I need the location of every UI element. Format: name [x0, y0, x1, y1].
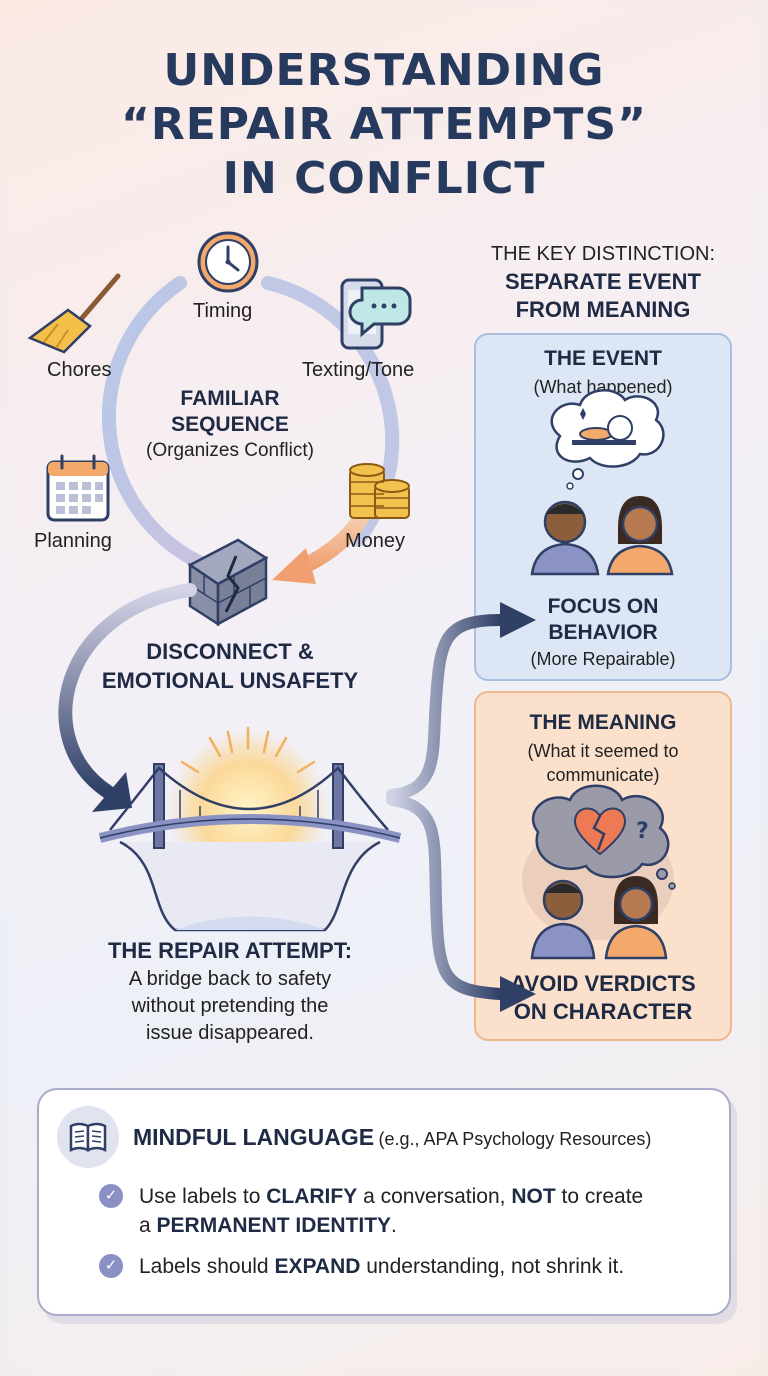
- dishes-thought-icon: [550, 389, 665, 490]
- title-line-3: IN CONFLICT: [222, 153, 546, 204]
- repair-attempt-label: THE REPAIR ATTEMPT: A bridge back to saf…: [60, 936, 400, 1047]
- focus-line-1: FOCUS ON: [547, 595, 659, 618]
- meaning-subtitle-2: communicate): [546, 765, 660, 785]
- event-subtitle: (What happened): [533, 377, 673, 397]
- mindful-heading: MINDFUL LANGUAGE (e.g., APA Psychology R…: [133, 1124, 651, 1151]
- cycle-item-planning: Planning: [34, 530, 112, 552]
- check-icon: ✓: [99, 1184, 123, 1208]
- check-icon: ✓: [99, 1254, 123, 1278]
- broom-icon: [27, 273, 121, 354]
- person-icon: [604, 876, 668, 960]
- person-icon: [530, 500, 600, 576]
- page-title: UNDERSTANDING “REPAIR ATTEMPTS” IN CONFL…: [0, 44, 768, 206]
- person-icon: [606, 496, 674, 576]
- clock-icon: [197, 231, 259, 293]
- b1-not: NOT: [511, 1185, 556, 1208]
- phone-chat-icon: [340, 278, 412, 350]
- person-icon: [530, 879, 596, 960]
- bridge-icon: [98, 726, 402, 932]
- book-icon: [57, 1106, 119, 1168]
- meaning-title: THE MEANING: [529, 711, 677, 734]
- focus-subtitle: (More Repairable): [530, 649, 676, 669]
- b1-text-a: Use labels to: [139, 1185, 267, 1208]
- b1-permanent-identity: PERMANENT IDENTITY: [156, 1214, 392, 1237]
- event-title: THE EVENT: [544, 347, 662, 370]
- broken-wall-icon: [187, 538, 269, 627]
- focus-line-2: BEHAVIOR: [548, 621, 658, 644]
- meaning-subtitle-1: (What it seemed to: [527, 741, 679, 761]
- repair-line-3: issue disappeared.: [146, 1022, 314, 1044]
- svg-text:?: ?: [636, 819, 649, 844]
- calendar-icon: [46, 454, 110, 522]
- b1-text-e: to create: [555, 1185, 644, 1208]
- title-line-1: UNDERSTANDING: [163, 45, 605, 96]
- cycle-item-timing: Timing: [193, 300, 253, 322]
- disconnect-label: DISCONNECT & EMOTIONAL UNSAFETY: [60, 637, 400, 695]
- arrow-to-bridge: [58, 583, 197, 812]
- title-line-2: “REPAIR ATTEMPTS”: [120, 99, 648, 150]
- b2-text-a: Labels should: [139, 1255, 275, 1278]
- repair-line-1: A bridge back to safety: [128, 968, 332, 990]
- disconnect-line-1: DISCONNECT &: [146, 639, 314, 664]
- cycle-center: FAMILIAR SEQUENCE (Organizes Conflict): [110, 386, 350, 464]
- mindful-heading-title: MINDFUL LANGUAGE: [133, 1124, 375, 1150]
- b1-period: .: [391, 1214, 397, 1237]
- repair-title: THE REPAIR ATTEMPT:: [107, 938, 353, 963]
- cycle-center-subtitle: (Organizes Conflict): [146, 440, 314, 461]
- mindful-language-card: MINDFUL LANGUAGE (e.g., APA Psychology R…: [37, 1088, 731, 1316]
- disconnect-line-2: EMOTIONAL UNSAFETY: [101, 668, 359, 693]
- avoid-line-2: ON CHARACTER: [513, 999, 693, 1024]
- distinction-pre: THE KEY DISTINCTION:: [490, 243, 716, 265]
- cycle-item-chores: Chores: [47, 359, 112, 381]
- b1-text-f: a: [139, 1214, 157, 1237]
- cycle-item-money: Money: [345, 530, 406, 552]
- key-distinction: THE KEY DISTINCTION: SEPARATE EVENT FROM…: [463, 240, 743, 324]
- branch-arrows: [386, 602, 536, 1012]
- mindful-heading-note: (e.g., APA Psychology Resources): [378, 1129, 652, 1149]
- cycle-center-title-1: FAMILIAR: [180, 387, 280, 410]
- b2-text-c: understanding, not shrink it.: [360, 1255, 625, 1278]
- coins-icon: [349, 463, 410, 519]
- repair-line-2: without pretending the: [131, 995, 329, 1017]
- cycle-item-texting: Texting/Tone: [302, 359, 415, 381]
- b1-text-c: a conversation,: [357, 1185, 512, 1208]
- avoid-line-1: AVOID VERDICTS: [510, 971, 696, 996]
- distinction-line-2: FROM MEANING: [515, 297, 691, 322]
- b1-clarify: CLARIFY: [266, 1185, 358, 1208]
- cycle-center-title-2: SEQUENCE: [171, 413, 289, 436]
- b2-expand: EXPAND: [274, 1255, 361, 1278]
- distinction-line-1: SEPARATE EVENT: [505, 269, 701, 294]
